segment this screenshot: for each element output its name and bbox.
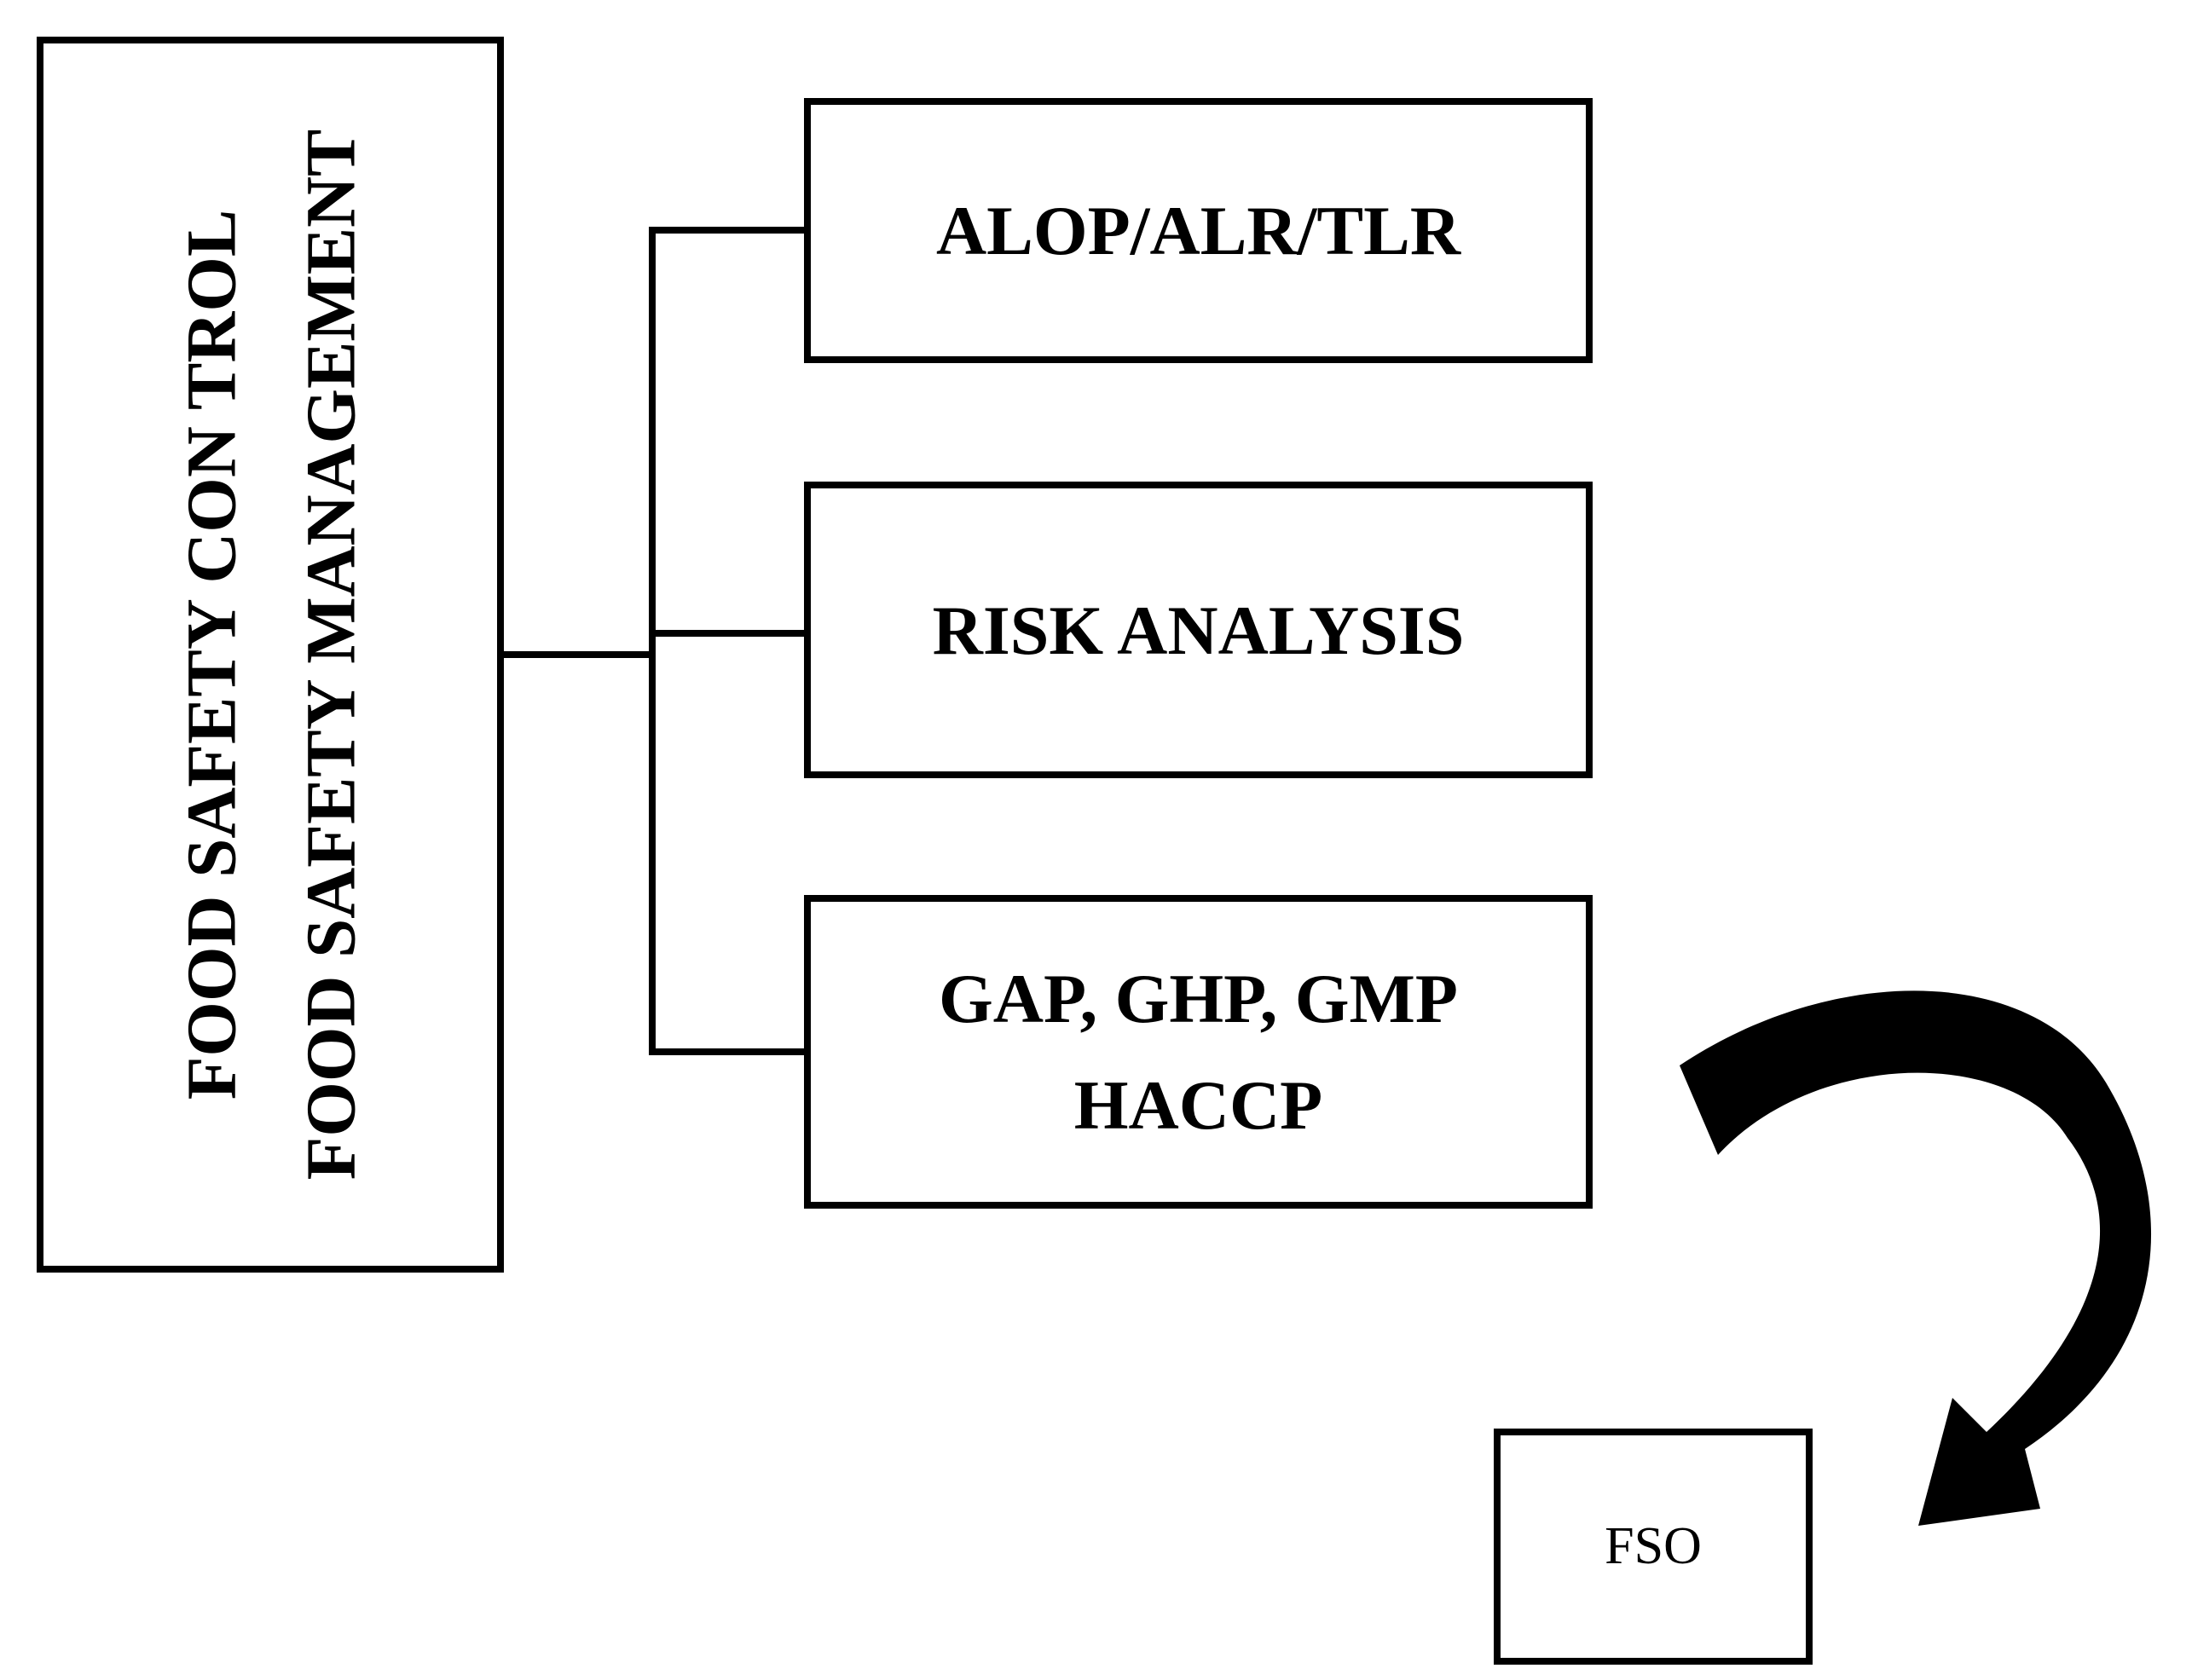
fso-label: FSO	[1605, 1517, 1702, 1575]
risk-analysis-box: RISK ANALYSIS	[804, 482, 1593, 778]
food-safety-control-box: FOOD SAFETY CON TROL FOOD SAFETY MANAGEM…	[37, 37, 504, 1273]
risk-analysis-label: RISK ANALYSIS	[932, 591, 1465, 669]
alop-alr-tlr-box: ALOP/ALR/TLR	[804, 98, 1593, 363]
main-box-line-2: FOOD SAFETY MANAGEMENT	[291, 129, 370, 1181]
gap-ghp-gmp-haccp-box: GAP, GHP, GMP HACCP	[804, 895, 1593, 1209]
main-box-text: FOOD SAFETY CON TROL FOOD SAFETY MANAGEM…	[151, 130, 390, 1181]
curved-arrow-icon	[1680, 990, 2152, 1526]
fso-box: FSO	[1494, 1429, 1813, 1665]
main-box-line-1: FOOD SAFETY CON TROL	[171, 209, 251, 1100]
alop-alr-tlr-label: ALOP/ALR/TLR	[935, 192, 1461, 269]
gap-ghp-gmp-label: GAP, GHP, GMP	[939, 960, 1458, 1037]
haccp-label: HACCP	[1073, 1066, 1323, 1144]
